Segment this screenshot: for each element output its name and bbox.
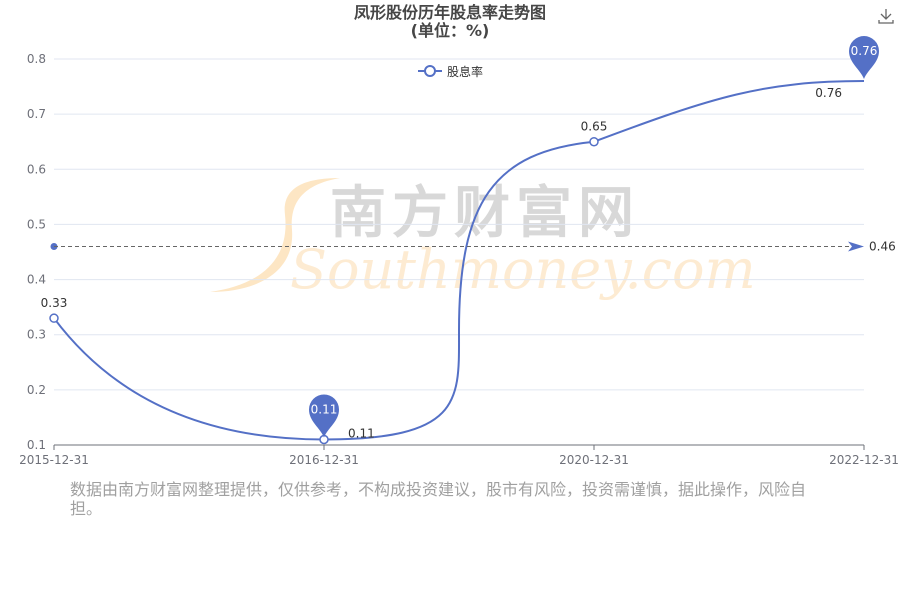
y-tick-label: 0.4 (27, 273, 46, 287)
y-tick-label: 0.5 (27, 217, 46, 231)
data-label: 0.33 (41, 296, 68, 310)
watermark-en: Southmoney.com (290, 238, 756, 301)
legend-label[interactable]: 股息率 (447, 64, 483, 79)
download-icon[interactable] (876, 6, 896, 26)
title-text: 凤形股份历年股息率走势图 (353, 3, 546, 22)
mark-point-label: 0.76 (851, 44, 878, 58)
watermark: 南方财富网 Southmoney.com (210, 178, 756, 301)
mark-point-label: 0.11 (311, 402, 338, 416)
average-line-label: 0.46 (869, 239, 896, 253)
y-tick-label: 0.2 (27, 383, 46, 397)
y-tick-label: 0.1 (27, 438, 46, 452)
mark-pin-icon[interactable] (849, 36, 879, 80)
subtitle-text: (单位：%) (410, 21, 490, 40)
average-arrow-icon (848, 241, 864, 252)
legend[interactable]: 股息率 (418, 64, 483, 79)
data-label: 0.76 (815, 86, 842, 100)
x-tick-label: 2022-12-31 (829, 453, 899, 467)
disclaimer-note: 数据由南方财富网整理提供，仅供参考，不构成投资建议，股市有风险，投资需谨慎，据此… (70, 480, 807, 518)
data-point[interactable] (49, 313, 59, 323)
mark-pin-icon[interactable] (309, 394, 339, 438)
x-tick-label: 2016-12-31 (289, 453, 359, 467)
y-tick-label: 0.7 (27, 107, 46, 121)
data-point[interactable] (589, 136, 599, 147)
data-label: 0.11 (348, 426, 375, 440)
legend-marker-icon (424, 65, 436, 77)
chart-title: 凤形股份历年股息率走势图(单位：%) (0, 4, 900, 40)
y-tick-label: 0.3 (27, 328, 46, 342)
series-line (53, 80, 865, 441)
data-label: 0.65 (581, 120, 608, 134)
watermark-cn: 南方财富网 (330, 181, 640, 246)
y-tick-label: 0.6 (27, 162, 46, 176)
x-tick-label: 2015-12-31 (19, 453, 89, 467)
x-tick-label: 2020-12-31 (559, 453, 629, 467)
y-tick-label: 0.8 (27, 52, 46, 66)
